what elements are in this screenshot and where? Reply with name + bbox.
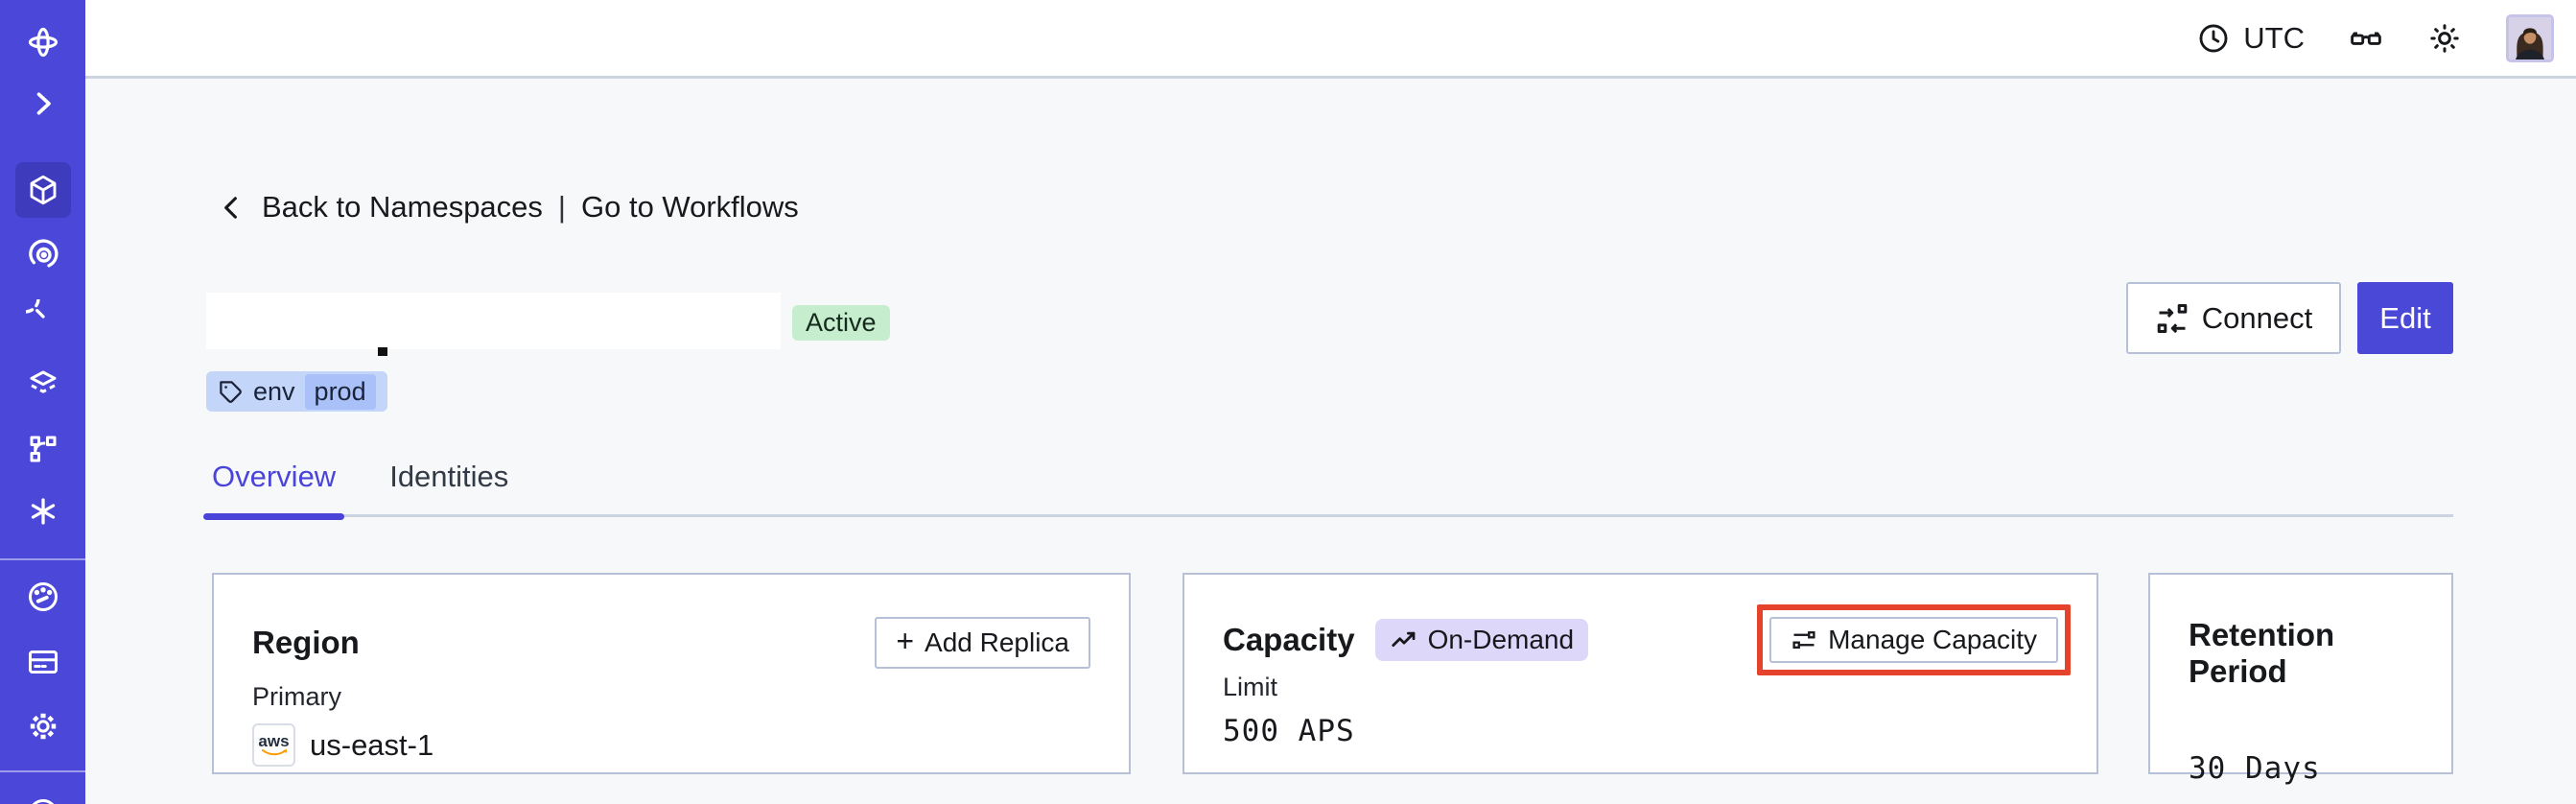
aws-provider-icon: aws — [252, 723, 295, 767]
status-badge-label: Active — [806, 308, 877, 337]
settings-gear-icon — [30, 713, 56, 740]
tag-icon — [220, 380, 242, 403]
primary-label: Primary — [252, 682, 341, 711]
sidebar-item-deployments[interactable] — [15, 421, 71, 477]
sidebar-item-workflows[interactable] — [15, 226, 71, 282]
retention-card-title: Retention Period — [2189, 617, 2335, 689]
connect-button-label: Connect — [2201, 300, 2313, 335]
glasses-icon — [2351, 31, 2381, 45]
branch-icon — [30, 436, 56, 462]
plus-icon: + — [896, 624, 915, 658]
capacity-card: Capacity On-Demand — [1183, 573, 2098, 774]
brightness-sun-icon — [2430, 23, 2459, 53]
on-demand-badge: On-Demand — [1374, 619, 1589, 661]
aws-text: aws — [258, 731, 290, 750]
manage-capacity-button[interactable]: Manage Capacity — [1769, 617, 2058, 663]
temporal-logo-icon[interactable] — [15, 14, 71, 70]
tag-key: env — [253, 376, 295, 406]
sidebar-item-billing[interactable] — [15, 634, 71, 690]
namespace-title-redacted — [206, 293, 781, 349]
namespace-title-fragment — [378, 347, 387, 356]
connect-button[interactable]: Connect — [2126, 282, 2341, 354]
asterisk-icon — [31, 498, 55, 525]
retention-value: 30 Days — [2189, 751, 2321, 786]
breadcrumb-workflows-link[interactable]: Go to Workflows — [580, 190, 799, 224]
tag-value: prod — [304, 373, 376, 410]
active-tab-underline — [203, 513, 345, 520]
namespace-tag-chip[interactable]: env prod — [206, 371, 387, 412]
tab-overview-label: Overview — [212, 460, 337, 493]
limit-label: Limit — [1223, 673, 1278, 701]
region-card-title: Region — [252, 625, 360, 660]
sidebar-item-stack[interactable] — [15, 356, 71, 412]
tab-identities[interactable]: Identities — [389, 460, 508, 520]
clock-icon — [2199, 24, 2228, 52]
billing-card-icon — [28, 650, 58, 674]
sidebar-item-schedules[interactable] — [15, 289, 71, 344]
dev-mode-button[interactable] — [2349, 21, 2383, 56]
add-replica-label: Add Replica — [925, 627, 1069, 657]
connect-flow-icon — [2157, 303, 2188, 333]
tab-identities-label: Identities — [389, 460, 509, 493]
user-avatar[interactable] — [2506, 13, 2554, 62]
capacity-card-title: Capacity — [1223, 622, 1355, 657]
avatar-photo — [2509, 16, 2551, 59]
edit-button[interactable]: Edit — [2357, 282, 2453, 354]
sidebar-nav — [0, 0, 85, 804]
schedules-timer-icon — [25, 299, 45, 319]
sidebar-item-usage[interactable] — [15, 569, 71, 625]
region-card: Region + Add Replica Primary aws us-east… — [212, 573, 1131, 774]
layers-stack-icon — [30, 370, 56, 393]
status-badge: Active — [792, 305, 890, 341]
annotation-highlight-box: Manage Capacity — [1757, 604, 2071, 675]
tab-bar: Overview Identities — [203, 460, 508, 520]
namespace-actions: Connect Edit — [2126, 282, 2453, 354]
breadcrumb-back-link[interactable]: Back to Namespaces — [262, 190, 543, 224]
breadcrumb-separator: | — [557, 190, 566, 224]
theme-toggle-button[interactable] — [2427, 21, 2462, 56]
breadcrumb[interactable]: Back to Namespaces | Go to Workflows — [217, 190, 799, 225]
speedometer-icon — [28, 582, 58, 611]
topbar: UTC — [85, 0, 2576, 79]
sidebar-item-support[interactable] — [15, 786, 71, 804]
sidebar-divider — [0, 770, 85, 772]
region-value: us-east-1 — [310, 727, 434, 762]
timezone-selector[interactable]: UTC — [2197, 21, 2305, 56]
expand-sidebar-chevron-icon[interactable] — [15, 76, 71, 131]
support-icon — [32, 799, 54, 804]
sidebar-divider — [0, 558, 85, 560]
sidebar-item-settings[interactable] — [15, 698, 71, 754]
on-demand-badge-label: On-Demand — [1427, 625, 1575, 654]
add-replica-button[interactable]: + Add Replica — [875, 617, 1090, 669]
chevron-left-icon — [224, 196, 237, 219]
tab-overview[interactable]: Overview — [203, 460, 345, 520]
tab-bar-border — [212, 514, 2453, 517]
timezone-label: UTC — [2243, 20, 2305, 55]
aws-smile — [261, 748, 287, 755]
edit-button-label: Edit — [2379, 300, 2431, 335]
main-content: Back to Namespaces | Go to Workflows Act… — [85, 82, 2576, 804]
namespaces-cube-icon — [30, 175, 56, 205]
retention-card: Retention Period 30 Days — [2148, 573, 2453, 786]
workflows-spiral-icon — [28, 239, 58, 268]
sidebar-item-namespaces[interactable] — [14, 162, 71, 218]
sidebar-item-batch[interactable] — [15, 484, 71, 539]
manage-capacity-label: Manage Capacity — [1828, 625, 2037, 654]
sliders-icon — [1792, 631, 1815, 649]
limit-value: 500 APS — [1223, 714, 1355, 748]
trending-up-icon — [1391, 631, 1415, 647]
